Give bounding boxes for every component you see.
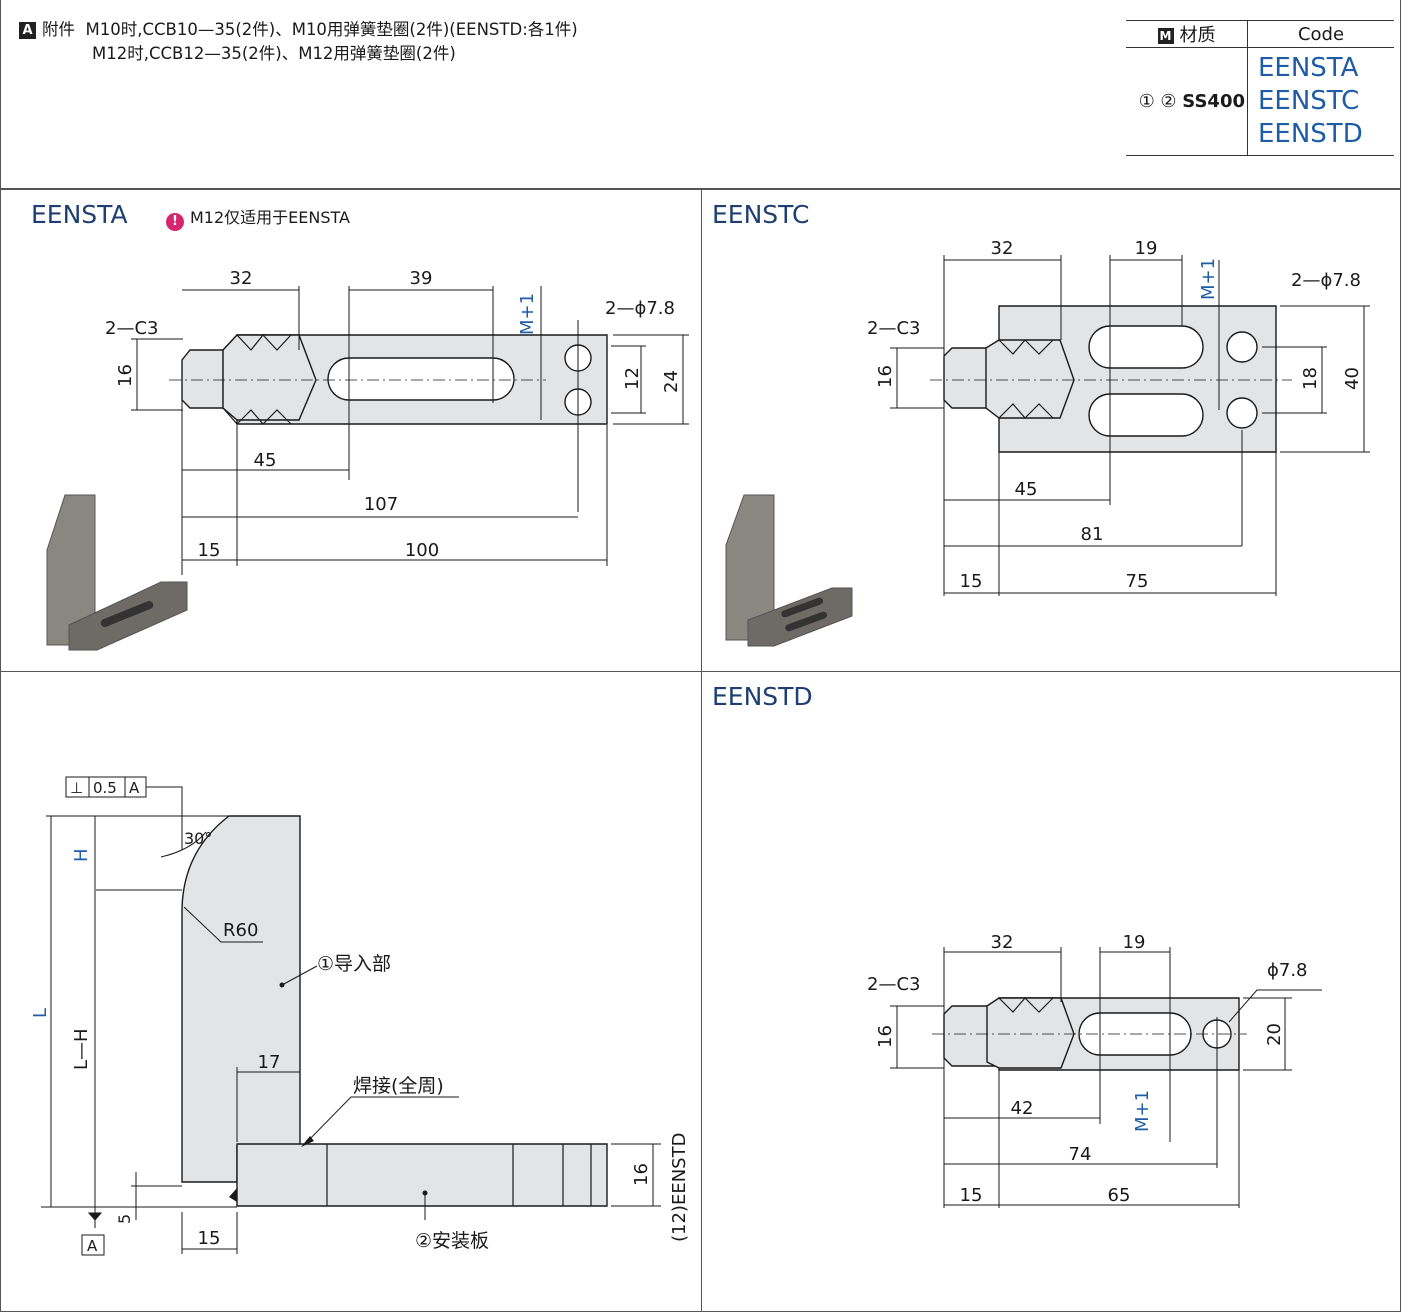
eensta-note-text: M12仅适用于EENSTA bbox=[190, 208, 350, 227]
code-cell: EENSTA EENSTC EENSTD bbox=[1247, 47, 1394, 156]
eenstd-dim-16: 16 bbox=[875, 1025, 896, 1048]
eensta-dim-12: 12 bbox=[622, 367, 643, 390]
eenstd-panel: EENSTD 32 19 ϕ7.8 2—C3 16 20 42 M+1 74 1… bbox=[701, 671, 1401, 1312]
eensta-dim-16: 16 bbox=[115, 364, 136, 387]
eensta-dim-24: 24 bbox=[661, 370, 682, 393]
eenstc-photo bbox=[725, 494, 853, 647]
tolerance-datum: A bbox=[129, 779, 140, 797]
eenstd-dim-hole: ϕ7.8 bbox=[1267, 960, 1308, 981]
eenstc-dim-81: 81 bbox=[1081, 524, 1104, 545]
part-numbers: ① ② bbox=[1138, 91, 1177, 112]
accessories-note: A 附件 M10时,CCB10—35(2件)、M10用弹簧垫圈(2件)(EENST… bbox=[19, 18, 578, 66]
accessory-label: 附件 bbox=[42, 20, 75, 39]
eensta-slot bbox=[327, 357, 515, 401]
eensta-dim-45: 45 bbox=[254, 450, 277, 471]
eenstc-dim-15: 15 bbox=[960, 571, 983, 592]
eenstd-dim-20: 20 bbox=[1264, 1023, 1285, 1046]
eensta-dim-chamfer: 2—C3 bbox=[105, 318, 158, 339]
guide-part bbox=[181, 815, 301, 1183]
eenstc-drawing: 32 19 M+1 2—ϕ7.8 2—C3 16 18 40 45 81 15 … bbox=[725, 238, 1370, 647]
tolerance-frame bbox=[65, 776, 147, 798]
dim-l-minus-h: L—H bbox=[71, 1028, 92, 1070]
dim-h: H bbox=[71, 848, 92, 862]
accessory-badge: A bbox=[19, 22, 36, 39]
eensta-dim-15: 15 bbox=[198, 540, 221, 561]
eenstc-dim-19: 19 bbox=[1135, 238, 1158, 259]
eensta-drawing: 32 39 M+1 2—ϕ7.8 2—C3 16 12 24 45 107 15… bbox=[46, 268, 689, 651]
material-badge: M bbox=[1157, 28, 1174, 44]
eenstd-dim-15: 15 bbox=[960, 1185, 983, 1206]
eensta-dim-m1: M+1 bbox=[517, 293, 538, 335]
eenstd-dim-32: 32 bbox=[991, 932, 1014, 953]
eensta-dim-32: 32 bbox=[230, 268, 253, 289]
accessory-line-2: M12时,CCB12—35(2件)、M12用弹簧垫圈(2件) bbox=[92, 44, 456, 63]
eenstd-dim-19: 19 bbox=[1123, 932, 1146, 953]
eensta-dim-hole: 2—ϕ7.8 bbox=[605, 298, 675, 319]
eenstd-dim-65: 65 bbox=[1108, 1185, 1131, 1206]
eenstc-dim-chamfer: 2—C3 bbox=[867, 318, 920, 339]
material-header-label: 材质 bbox=[1179, 25, 1216, 46]
dim-l: L bbox=[30, 1008, 51, 1018]
dim-16: 16 bbox=[631, 1163, 652, 1186]
eensta-dim-107: 107 bbox=[364, 494, 398, 515]
eenstd-drawing: 32 19 ϕ7.8 2—C3 16 20 42 M+1 74 15 65 bbox=[867, 932, 1322, 1208]
part1-label: ①导入部 bbox=[317, 953, 391, 975]
eenstc-dim-hole: 2—ϕ7.8 bbox=[1291, 270, 1361, 291]
eensta-dim-100: 100 bbox=[405, 540, 439, 561]
weld-label: 焊接(全周) bbox=[353, 1075, 444, 1097]
eenstc-slot-2 bbox=[1088, 393, 1204, 437]
code-eenstc: EENSTC bbox=[1258, 86, 1360, 116]
eenstd-dim-m1: M+1 bbox=[1132, 1090, 1153, 1132]
eensta-title: EENSTA bbox=[31, 200, 128, 229]
accessory-line-1: M10时,CCB10—35(2件)、M10用弹簧垫圈(2件)(EENSTD:各1… bbox=[85, 20, 578, 39]
eensta-photo bbox=[46, 494, 188, 651]
eenstc-hole-2 bbox=[1226, 397, 1258, 429]
dim-angle: 30° bbox=[184, 829, 212, 848]
code-eensta: EENSTA bbox=[1258, 53, 1359, 83]
part2-label: ②安装板 bbox=[415, 1230, 489, 1252]
warning-pin-icon: ! bbox=[166, 213, 184, 231]
eenstc-dim-32: 32 bbox=[991, 238, 1014, 259]
eensta-note: ! M12仅适用于EENSTA bbox=[166, 204, 350, 231]
code-header: Code bbox=[1247, 20, 1394, 48]
eensta-dim-39: 39 bbox=[410, 268, 433, 289]
code-eenstd: EENSTD bbox=[1258, 119, 1363, 149]
eensta-panel: EENSTA ! M12仅适用于EENSTA 32 39 M+1 2—ϕ7.8 2… bbox=[0, 189, 702, 672]
side-view-drawing: ⊥ 0.5 A A H L L—H 5 30° R60 ①导入部 17 焊接(全… bbox=[30, 776, 690, 1256]
eenstc-dim-m1: M+1 bbox=[1198, 258, 1219, 300]
eenstc-dim-40: 40 bbox=[1342, 367, 1363, 390]
eenstc-hole-1 bbox=[1226, 331, 1258, 363]
material-header: M 材质 bbox=[1126, 20, 1248, 48]
material-table: M 材质 Code ① ② SS400 EENSTA EENSTC EENSTD bbox=[1126, 20, 1394, 156]
eenstc-slot-1 bbox=[1088, 325, 1204, 369]
header-panel: A 附件 M10时,CCB10—35(2件)、M10用弹簧垫圈(2件)(EENST… bbox=[0, 0, 1401, 190]
dim-15: 15 bbox=[198, 1228, 221, 1249]
eenstc-dim-45: 45 bbox=[1015, 479, 1038, 500]
material-cell: ① ② SS400 bbox=[1126, 47, 1248, 156]
eenstd-dim-74: 74 bbox=[1069, 1144, 1092, 1165]
perpendicularity-symbol: ⊥ bbox=[70, 779, 83, 797]
eenstc-title: EENSTC bbox=[712, 200, 810, 229]
eenstc-panel: EENSTC 32 19 M+1 2—ϕ7.8 2—C3 16 18 40 45… bbox=[701, 189, 1401, 672]
eenstc-dim-18: 18 bbox=[1300, 367, 1321, 390]
dim-17: 17 bbox=[258, 1052, 281, 1073]
eenstd-dim-chamfer: 2—C3 bbox=[867, 974, 920, 995]
eenstd-dim-42: 42 bbox=[1011, 1098, 1034, 1119]
dim-12-eenstd: (12)EENSTD bbox=[669, 1133, 690, 1242]
tolerance-value: 0.5 bbox=[93, 779, 117, 797]
mounting-plate bbox=[236, 1143, 608, 1207]
dim-radius: R60 bbox=[223, 920, 258, 941]
eenstd-title: EENSTD bbox=[712, 682, 813, 711]
side-view-panel: ⊥ 0.5 A A H L L—H 5 30° R60 ①导入部 17 焊接(全… bbox=[0, 671, 702, 1312]
dim-5: 5 bbox=[115, 1214, 134, 1224]
material-name: SS400 bbox=[1182, 91, 1245, 112]
eenstc-dim-16: 16 bbox=[875, 365, 896, 388]
eenstc-dim-75: 75 bbox=[1126, 571, 1149, 592]
datum-label: A bbox=[87, 1237, 98, 1255]
